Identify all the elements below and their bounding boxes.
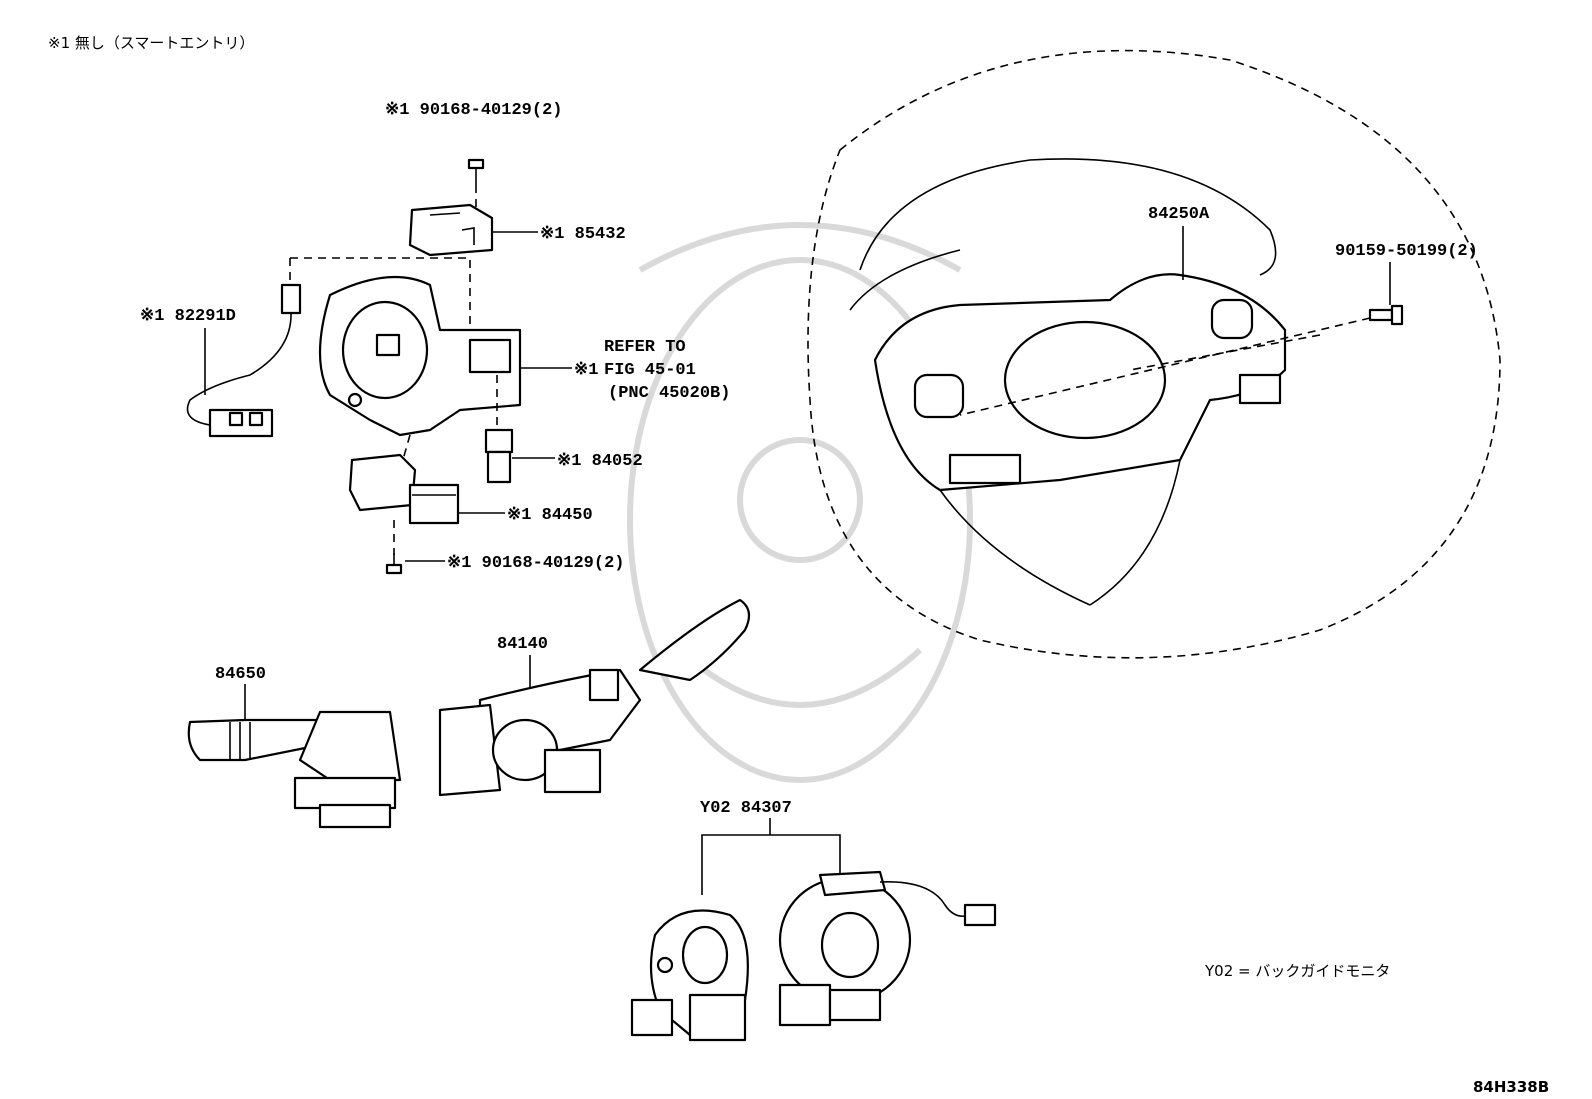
label-84250a: 84250A [1148,205,1210,224]
label-85432: ※1 85432 [540,225,626,244]
label-refer-line1: REFER TO [604,338,686,357]
switch-85432-icon [408,203,494,257]
lever-84650-icon [187,710,402,829]
switch-84450-icon [348,453,460,525]
watermark-emblem [627,222,973,783]
label-82291d: ※1 82291D [140,307,236,326]
spiral-cable-right-icon [778,870,997,1027]
spiral-cable-left-icon [630,909,749,1042]
figure-code: 84H338B [1473,1078,1549,1096]
harness-82291d-icon [186,283,302,438]
steering-wheel-icon [807,49,1501,659]
screw-bottom-icon [385,553,403,575]
label-84650: 84650 [215,665,266,684]
bolt-90159-icon [1368,304,1404,326]
lever-84140-icon [438,598,751,797]
label-90159: 90159-50199(2) [1335,242,1478,261]
label-84140: 84140 [497,635,548,654]
label-refer-line3: (PNC 45020B) [608,384,730,403]
label-84052: ※1 84052 [557,452,643,471]
label-screw-bottom: ※1 90168-40129(2) [447,554,624,573]
label-84307: Y02 84307 [700,799,792,818]
note-smart-entry: ※1 無し（スマートエントリ） [48,34,254,52]
label-84450: ※1 84450 [507,506,593,525]
lock-housing-icon [318,275,522,437]
screw-top-icon [467,158,485,185]
note-back-guide-monitor: Y02 = バックガイドモニタ [1204,962,1390,980]
switch-84052-icon [484,428,514,484]
label-refer-prefix: ※1 [574,361,598,380]
label-screw-top: ※1 90168-40129(2) [385,101,562,120]
label-refer-line2: FIG 45-01 [604,361,696,380]
